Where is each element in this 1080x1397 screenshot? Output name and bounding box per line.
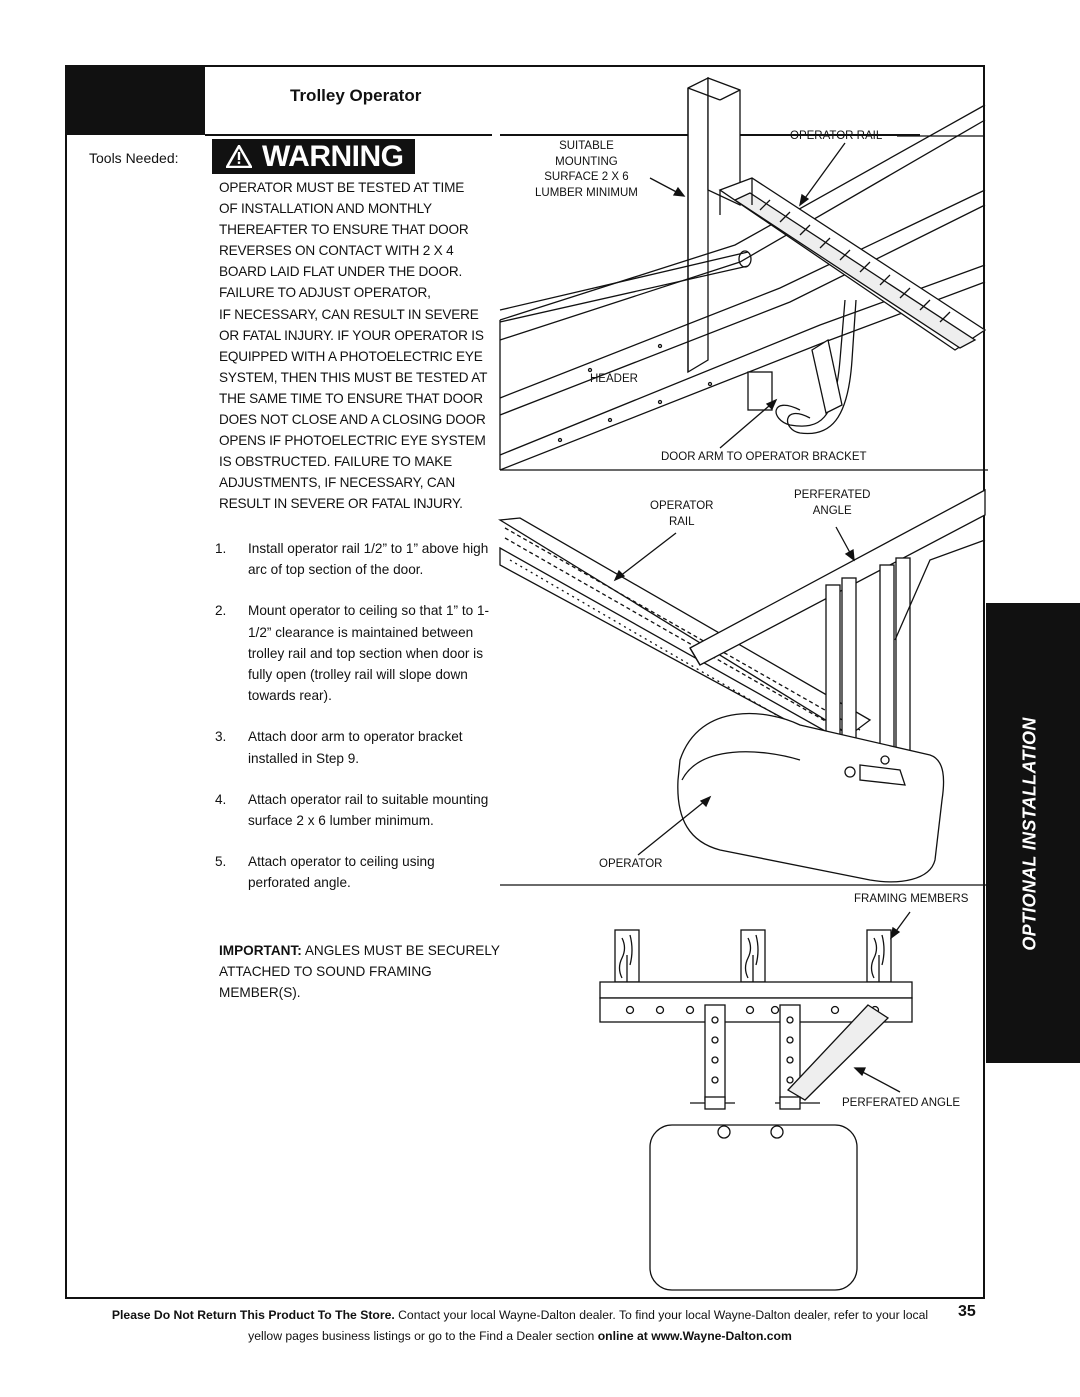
step-text: Mount operator to ceiling so that 1” to …: [248, 603, 490, 704]
warning-text: OPERATOR MUST BE TESTED AT TIME OF INSTA…: [219, 177, 504, 515]
label-perferated-angle-bottom: PERFERATED ANGLE: [842, 1097, 961, 1109]
step-item: 1. Install operator rail 1/2” to 1” abov…: [215, 538, 500, 580]
label-line: MOUNTING: [555, 155, 618, 168]
step-text: Attach operator to ceiling using perfora…: [248, 854, 435, 891]
label-operator: OPERATOR: [599, 858, 663, 870]
label-operator-rail-top: OPERATOR RAIL: [790, 130, 883, 142]
step-number: 4.: [215, 791, 227, 807]
middle-diagram: [498, 488, 988, 886]
step-item: 2. Mount operator to ceiling so that 1” …: [215, 600, 500, 706]
label-door-arm-bracket: DOOR ARM TO OPERATOR BRACKET: [661, 451, 867, 463]
step-item: 5. Attach operator to ceiling using perf…: [215, 851, 500, 893]
footer-line-2: yellow pages business listings or go to …: [0, 1326, 1040, 1347]
section-side-tab-label: OPTIONAL INSTALLATION: [1019, 717, 1040, 951]
label-line: PERFERATED: [794, 489, 871, 501]
bottom-diagram: [599, 911, 913, 1291]
warning-line: REVERSES ON CONTACT WITH 2 X 4: [219, 243, 454, 259]
warning-badge: WARNING: [212, 139, 415, 174]
label-line: LUMBER MINIMUM: [535, 186, 638, 199]
tools-needed-label: Tools Needed:: [89, 150, 179, 166]
warning-line: DOES NOT CLOSE AND A CLOSING DOOR: [219, 412, 486, 428]
step-text: Attach operator rail to suitable mountin…: [248, 791, 489, 829]
step-item: 3. Attach door arm to operator bracket i…: [215, 726, 500, 768]
label-line: SURFACE 2 X 6: [544, 171, 629, 183]
header-rule: [205, 134, 492, 136]
warning-line: OF INSTALLATION AND MONTHLY: [219, 201, 432, 217]
label-line: ANGLE: [812, 504, 852, 517]
important-lead: IMPORTANT:: [219, 943, 302, 958]
warning-line: SYSTEM, THEN THIS MUST BE TESTED AT: [219, 369, 488, 385]
warning-line: RESULT IN SEVERE OR FATAL INJURY.: [219, 496, 463, 512]
step-number: 2.: [215, 603, 227, 619]
label-header: HEADER: [590, 373, 638, 385]
label-line: OPERATOR: [650, 500, 714, 512]
page-title: Trolley Operator: [290, 86, 422, 105]
footer: Please Do Not Return This Product To The…: [0, 1305, 1040, 1347]
step-number: 3.: [215, 729, 227, 745]
warning-line: OR FATAL INJURY. IF YOUR OPERATOR IS: [219, 327, 484, 343]
step-text: Attach door arm to operator bracket inst…: [248, 729, 463, 766]
instruction-steps: 1. Install operator rail 1/2” to 1” abov…: [215, 538, 500, 914]
footer-line-1-rest: Contact your local Wayne-Dalton dealer. …: [394, 1308, 929, 1322]
page-number: 35: [958, 1303, 976, 1320]
header-black-block: [66, 66, 205, 135]
label-suitable-mounting: SUITABLE MOUNTING SURFACE 2 X 6 LUMBER M…: [535, 139, 638, 201]
warning-line: IF NECESSARY, CAN RESULT IN SEVERE: [219, 306, 479, 322]
warning-line: EQUIPPED WITH A PHOTOELECTRIC EYE: [219, 348, 483, 364]
footer-line-1: Please Do Not Return This Product To The…: [0, 1305, 1040, 1326]
label-operator-rail-mid: OPERATOR RAIL: [650, 499, 713, 530]
footer-bold-lead: Please Do Not Return This Product To The…: [111, 1308, 395, 1322]
label-line: RAIL: [668, 515, 695, 528]
warning-line: THEREAFTER TO ENSURE THAT DOOR: [219, 222, 469, 238]
warning-line: THE SAME TIME TO ENSURE THAT DOOR: [219, 390, 483, 406]
warning-triangle-icon: [226, 145, 252, 168]
warning-line: OPERATOR MUST BE TESTED AT TIME: [219, 180, 465, 195]
important-note: IMPORTANT: ANGLES MUST BE SECURELY ATTAC…: [219, 940, 504, 1004]
page-frame: [65, 65, 985, 1299]
important-text: ANGLES MUST BE SECURELY ATTACHED TO SOUN…: [219, 943, 500, 1001]
warning-line: BOARD LAID FLAT UNDER THE DOOR.: [219, 264, 463, 280]
warning-line: IS OBSTRUCTED. FAILURE TO MAKE: [219, 454, 452, 470]
footer-line-2-pre: yellow pages business listings or go to …: [248, 1329, 598, 1343]
warning-line: OPENS IF PHOTOELECTRIC EYE SYSTEM: [219, 433, 486, 449]
label-perferated-angle-mid: PERFERATED ANGLE: [794, 488, 870, 519]
step-number: 5.: [215, 854, 227, 870]
top-diagram: [499, 76, 988, 471]
step-item: 4. Attach operator rail to suitable moun…: [215, 789, 500, 831]
warning-line: FAILURE TO ADJUST OPERATOR,: [219, 285, 431, 301]
warning-line: ADJUSTMENTS, IF NECESSARY, CAN: [219, 475, 455, 491]
step-text: Install operator rail 1/2” to 1” above h…: [248, 541, 489, 578]
warning-badge-label: WARNING: [262, 140, 404, 173]
footer-website-link[interactable]: online at www.Wayne-Dalton.com: [597, 1329, 792, 1343]
label-framing-members: FRAMING MEMBERS: [854, 893, 969, 905]
label-line: SUITABLE: [559, 140, 614, 152]
step-number: 1.: [215, 541, 227, 556]
section-side-tab: [986, 603, 1080, 1063]
